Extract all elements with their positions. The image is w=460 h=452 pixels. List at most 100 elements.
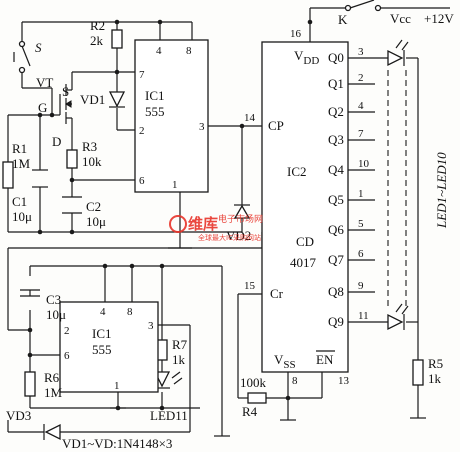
resistor-r2 (111, 29, 123, 49)
led-range-label: LED1~LED10 (434, 152, 449, 229)
ic1-bottom-pin1: 1 (114, 380, 120, 392)
resistor-r6 (24, 371, 36, 397)
diode-vd1 (108, 91, 126, 108)
c1-value: 10μ (12, 209, 32, 224)
ic2-output-pin: 7 (358, 128, 364, 140)
ic2-output-label: Q4 (328, 162, 344, 177)
resistor-r3 (66, 149, 78, 169)
ic2-output-pin: 6 (358, 248, 364, 260)
ic2-output-label: Q3 (328, 132, 344, 147)
ic2-part-a: CD (296, 234, 314, 249)
r1-name: R1 (12, 141, 27, 156)
r5-name: R5 (428, 356, 443, 371)
ic2-vss: VSS (274, 352, 296, 371)
ic2-output-label: Q7 (328, 252, 344, 267)
ic2-output-pin: 1 (358, 188, 364, 200)
ic2-output-pin: 2 (358, 72, 364, 84)
ic2-output-pin: 3 (358, 46, 364, 58)
ic1-bottom-pin3: 3 (148, 320, 154, 332)
ic2-vdd: VDD (294, 48, 319, 67)
ic2-output-pin: 5 (358, 218, 364, 230)
ic1-bottom-pin2: 2 (64, 325, 70, 337)
led-q9 (387, 303, 409, 331)
ic1-top-part: 555 (145, 104, 165, 119)
r7-value: 1k (172, 352, 186, 367)
ic1-bottom-pin8: 8 (127, 306, 133, 318)
ic2-output-label: Q8 (328, 284, 344, 299)
ic1-bottom-pin4: 4 (100, 306, 106, 318)
ic2-pin-cr: 15 (244, 280, 256, 292)
gate-label: G (38, 100, 47, 115)
switch-k-label: K (338, 12, 348, 27)
ic1-bottom-part: 555 (92, 342, 112, 357)
watermark-logo: 维库 电子市场网 全球最大IC采购网站 (169, 213, 263, 242)
switch-s-label: S (35, 40, 42, 55)
r5-value: 1k (428, 371, 442, 386)
capacitor-c3 (20, 289, 40, 297)
r6-value: 1M (44, 385, 63, 400)
diode-vd3 (43, 423, 61, 441)
transistor-vt (59, 78, 73, 128)
switch-k (344, 0, 382, 12)
r4-name: R4 (242, 404, 258, 419)
ic2-pin-vdd: 16 (290, 28, 302, 40)
c2-value: 10μ (86, 214, 106, 229)
r2-name: R2 (90, 18, 105, 33)
r7-name: R7 (172, 337, 188, 352)
watermark-slogan: 全球最大IC采购网站 (198, 233, 261, 242)
watermark-brand: 维库 (188, 215, 218, 233)
r1-value: 1M (12, 156, 31, 171)
ic2-pin-vss: 8 (292, 375, 298, 387)
ic2-output-pin: 11 (358, 310, 369, 322)
r4-value: 100k (240, 375, 267, 390)
capacitor-c1 (32, 169, 48, 188)
ic2-cr: Cr (270, 286, 284, 301)
c1-name: C1 (12, 194, 27, 209)
ic2-output-label: Q5 (328, 192, 344, 207)
capacitor-c2 (62, 196, 82, 214)
ic2-body (261, 41, 349, 373)
ic1-top-body (134, 39, 209, 193)
ic2-output-pin: 10 (358, 158, 370, 170)
led-q0 (387, 39, 409, 67)
resistor-r4 (247, 392, 267, 404)
c2-name: C2 (86, 199, 101, 214)
diode-note: VD1~VD:1N4148×3 (62, 436, 172, 451)
drain-label: D (52, 134, 61, 149)
resistor-r5 (412, 359, 424, 386)
vd2-label: VD2 (226, 228, 251, 243)
ic1-bottom-name: IC1 (92, 326, 112, 341)
ic2-output-label: Q2 (328, 104, 344, 119)
ic2-output-label: Q1 (328, 76, 344, 91)
ic1-top-pin3: 3 (199, 121, 205, 133)
ic2-part-b: 4017 (290, 255, 317, 270)
led11-label: LED11 (150, 408, 188, 423)
r3-name: R3 (82, 139, 97, 154)
ic1-bottom-body (59, 301, 159, 393)
ic2-pin-en: 13 (338, 375, 350, 387)
r3-value: 10k (82, 154, 102, 169)
ground-symbol (110, 247, 426, 437)
ic2-pin-cp: 14 (244, 112, 256, 124)
r6-name: R6 (44, 370, 60, 385)
c3-value: 10μ (46, 307, 66, 322)
ic2-output-pin: 4 (358, 100, 364, 112)
ic2-name: IC2 (287, 164, 307, 179)
ic2-cp: CP (268, 118, 284, 133)
r2-value: 2k (90, 33, 104, 48)
ic1-bottom-pin6: 6 (64, 350, 70, 362)
diode-vd2 (233, 204, 251, 219)
ic1-top-pin7: 7 (139, 69, 145, 81)
ic1-top-name: IC1 (145, 88, 165, 103)
wiring (7, 7, 450, 436)
vd3-label: VD3 (6, 408, 31, 423)
plus12v-label: +12V (424, 11, 454, 26)
c3-name: C3 (46, 292, 61, 307)
ic2-en: EN (316, 352, 334, 367)
ic1-top-pin2: 2 (139, 125, 145, 137)
vd1-label: VD1 (80, 92, 105, 107)
vcc-label: Vcc (390, 11, 411, 26)
